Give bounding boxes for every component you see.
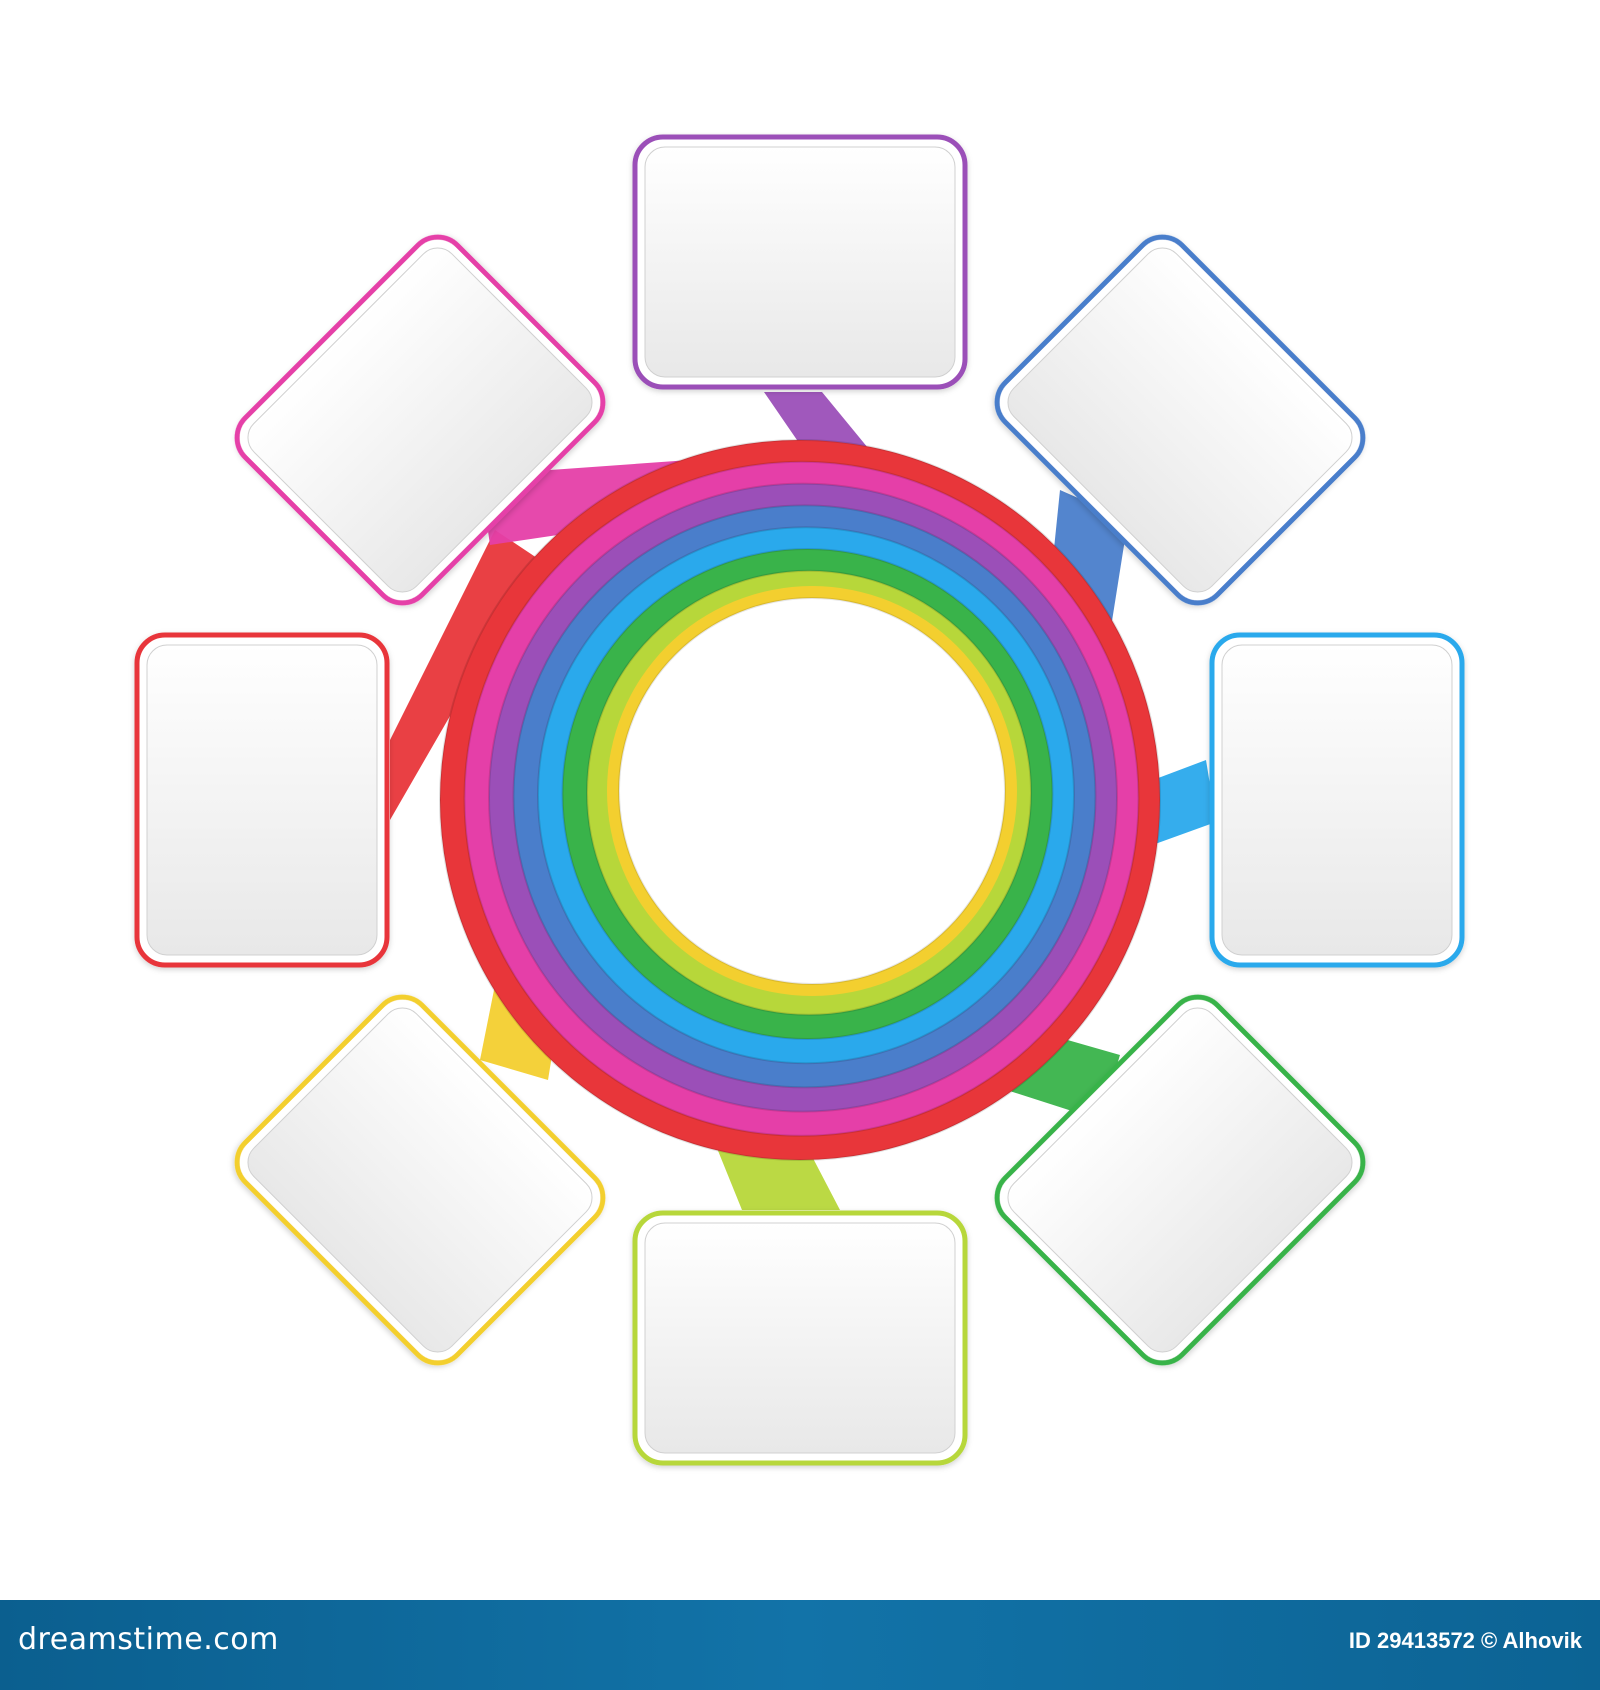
card-top-left (234, 234, 606, 606)
card-bottom (632, 1210, 968, 1466)
card-top (632, 134, 968, 390)
footer-logo: dreamstime.com (18, 1622, 279, 1657)
card-panel-bottom (644, 1222, 956, 1454)
circular-diagram (134, 134, 1465, 1466)
node-cards (134, 134, 1465, 1466)
concentric-rings (439, 439, 1161, 1161)
card-panel-top-right (1007, 247, 1353, 593)
card-panel-left (146, 644, 378, 956)
card-panel-top (644, 146, 956, 378)
stock-footer-bar: dreamstime.com ID 29413572 © Alhovik (0, 1600, 1600, 1690)
card-bottom-left (234, 994, 606, 1366)
card-top-right (994, 234, 1366, 606)
card-panel-bottom-right (1007, 1007, 1353, 1353)
card-right (1209, 632, 1465, 968)
card-bottom-right (994, 994, 1366, 1366)
center-hub (618, 597, 1006, 985)
card-panel-right (1221, 644, 1453, 956)
footer-credit: ID 29413572 © Alhovik (1348, 1628, 1582, 1653)
card-left (134, 632, 390, 968)
card-panel-top-left (247, 247, 593, 593)
card-panel-bottom-left (247, 1007, 593, 1353)
